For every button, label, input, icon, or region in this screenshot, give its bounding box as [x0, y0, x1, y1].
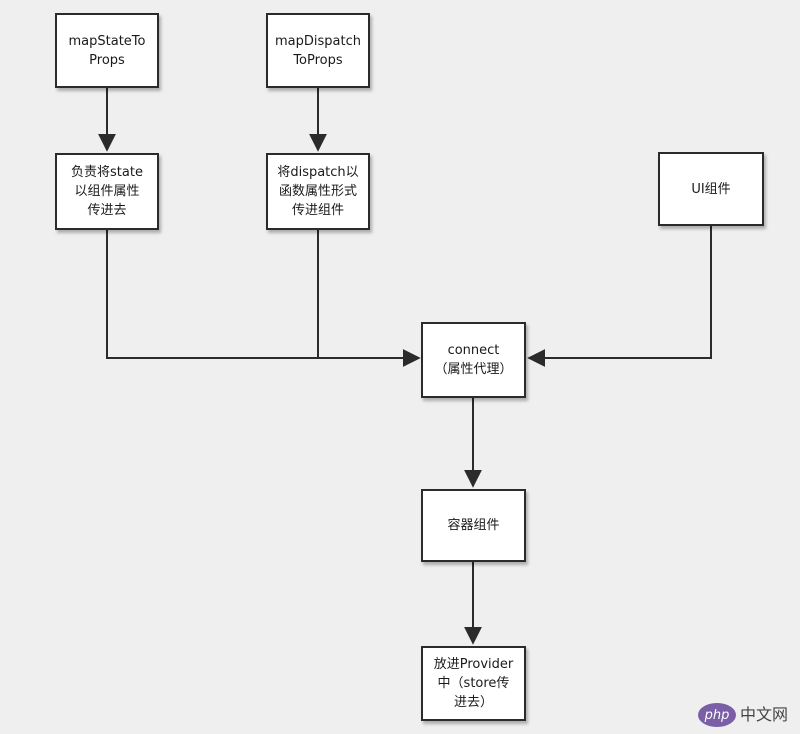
php-logo-icon: php — [698, 703, 736, 727]
node-provider[interactable]: 放进Provider 中（store传 进去） — [421, 646, 526, 721]
node-ui-component-label: UI组件 — [691, 181, 731, 197]
node-connect-label: connect （属性代理） — [434, 343, 513, 377]
arrow-uicomponent-to-connect — [527, 226, 712, 367]
node-map-dispatch-to-props[interactable]: mapDispatch ToProps — [266, 13, 370, 88]
watermark: php 中文网 — [698, 702, 792, 728]
node-container-component-label: 容器组件 — [447, 518, 500, 533]
node-state-description-label: 负责将state 以组件属性 传进去 — [71, 165, 143, 218]
node-container-component[interactable]: 容器组件 — [421, 489, 526, 562]
node-map-state-to-props[interactable]: mapStateTo Props — [55, 13, 159, 88]
watermark-logo-text: php — [704, 707, 730, 723]
node-map-dispatch-to-props-label: mapDispatch ToProps — [275, 33, 361, 68]
node-state-description[interactable]: 负责将state 以组件属性 传进去 — [55, 153, 159, 230]
node-map-state-to-props-label: mapStateTo Props — [68, 33, 146, 68]
watermark-text: 中文网 — [740, 705, 789, 724]
node-provider-label: 放进Provider 中（store传 进去） — [433, 657, 514, 710]
arrow-statedesc-to-connect — [106, 230, 421, 367]
node-dispatch-description[interactable]: 将dispatch以 函数属性形式 传进组件 — [266, 153, 370, 230]
node-dispatch-description-label: 将dispatch以 函数属性形式 传进组件 — [277, 165, 359, 218]
node-ui-component[interactable]: UI组件 — [658, 152, 764, 226]
node-connect[interactable]: connect （属性代理） — [421, 322, 526, 398]
